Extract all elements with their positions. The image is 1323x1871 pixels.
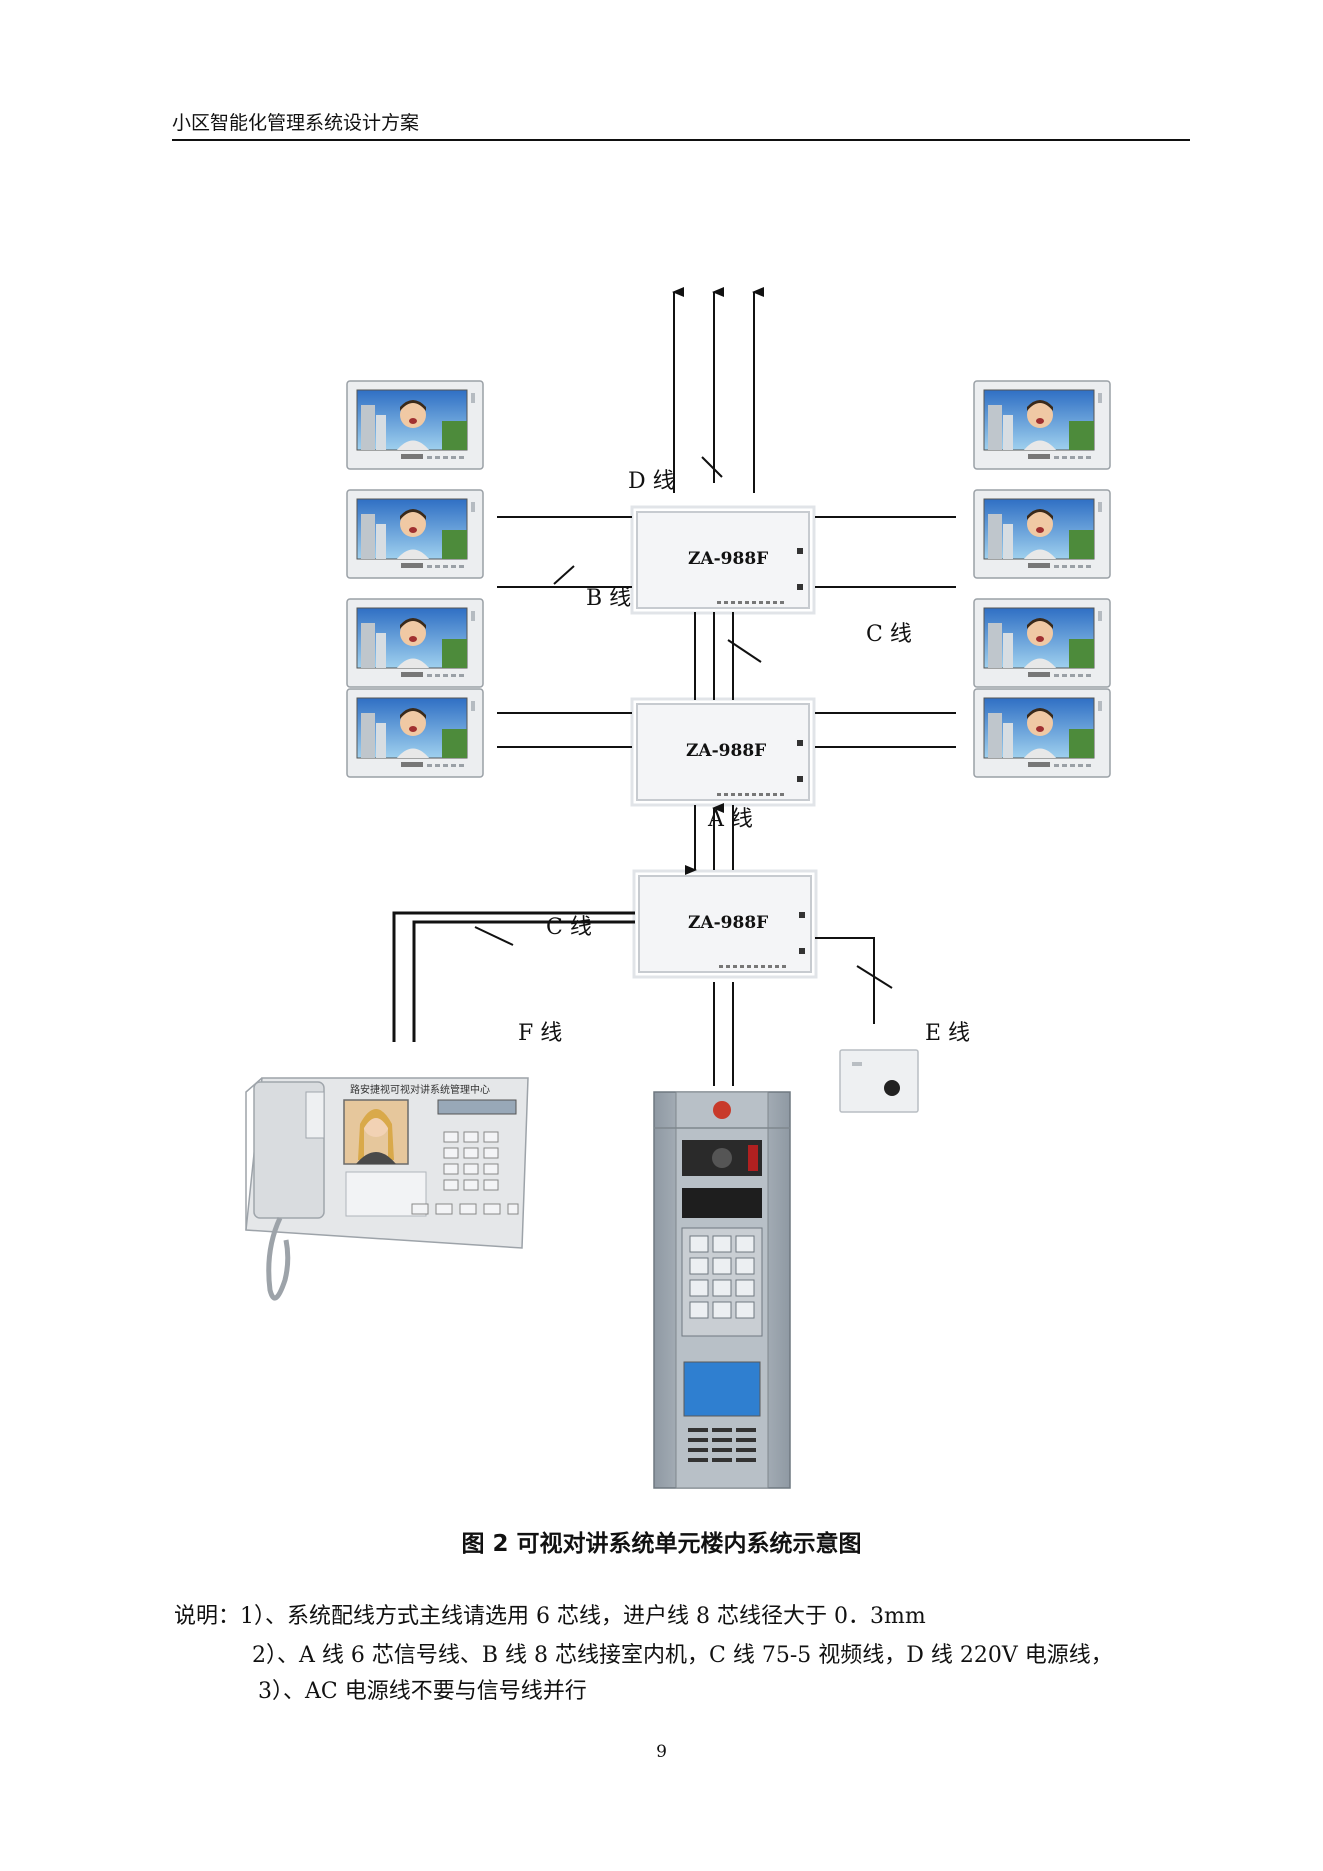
label-b-line: B 线	[586, 586, 631, 611]
c-line-to-center-outer	[392, 911, 635, 1042]
note-line-3: 3）、AC 电源线不要与信号线并行	[258, 1679, 587, 1704]
c-line-to-center-inner	[412, 920, 635, 1042]
indoor-monitor-left-1	[346, 380, 484, 470]
management-center-device: 路安捷视可视对讲系统管理中心	[245, 1077, 529, 1301]
e-line-tick	[856, 965, 893, 989]
label-c-line-lower: C 线	[546, 915, 592, 940]
page-number: 9	[656, 1742, 667, 1762]
door-station-device	[653, 1091, 791, 1489]
e-line	[815, 937, 875, 1024]
indoor-monitor-right-3	[973, 598, 1111, 688]
figure-caption: 图 2 可视对讲系统单元楼内系统示意图	[461, 1531, 862, 1557]
indoor-monitor-left-3	[346, 598, 484, 688]
indoor-monitor-left-4	[346, 688, 484, 778]
controller-2-label: ZA-988F	[686, 741, 766, 761]
note-line-1: 说明：1）、系统配线方式主线请选用 6 芯线，进户线 8 芯线径大于 0．3mm	[174, 1604, 926, 1629]
indoor-monitor-right-2	[973, 489, 1111, 579]
management-center-title: 路安捷视可视对讲系统管理中心	[350, 1083, 490, 1096]
trunk-tick-1	[727, 639, 762, 663]
label-e-line: E 线	[925, 1021, 970, 1046]
c-line-lower-tick	[474, 926, 514, 946]
controller-1-label: ZA-988F	[688, 549, 768, 569]
page-header-title: 小区智能化管理系统设计方案	[172, 112, 420, 134]
label-f-line: F 线	[518, 1021, 562, 1046]
d-line-tick	[701, 456, 723, 478]
indoor-monitor-right-1	[973, 380, 1111, 470]
label-a-line: A 线	[707, 807, 753, 832]
note-line-2: 2）、A 线 6 芯信号线、B 线 8 芯线接室内机，C 线 75-5 视频线，…	[252, 1643, 1113, 1668]
header-rule	[172, 139, 1190, 141]
controller-3-label: ZA-988F	[688, 913, 768, 933]
b-line-tick	[553, 565, 575, 585]
indoor-monitor-left-2	[346, 489, 484, 579]
label-c-line-upper: C 线	[866, 622, 912, 647]
label-d-line: D 线	[628, 469, 675, 494]
e-line-sensor-device	[839, 1049, 919, 1113]
indoor-monitor-right-4	[973, 688, 1111, 778]
